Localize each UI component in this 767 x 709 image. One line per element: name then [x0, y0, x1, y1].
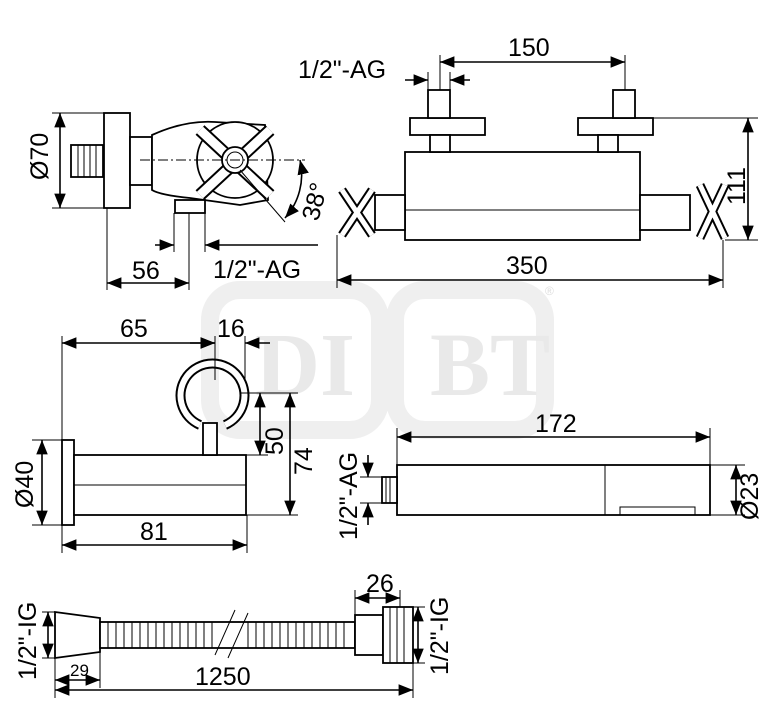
dim-29: 29 [70, 661, 89, 680]
dim-thread-hose-right: 1/2"-IG [426, 597, 454, 675]
dim-thread-side: 1/2"-AG [213, 256, 301, 284]
svg-text:DI: DI [255, 316, 355, 415]
side-view: Ø70 56 1/2"-AG 38° [26, 112, 334, 290]
dim-1250: 1250 [195, 663, 251, 691]
dim-diameter-40: Ø40 [11, 461, 39, 508]
dim-350: 350 [506, 252, 548, 280]
threaded-connector [70, 144, 104, 178]
dim-16: 16 [217, 315, 245, 343]
dim-56: 56 [132, 257, 160, 285]
dim-diameter-70: Ø70 [26, 133, 54, 180]
dim-thread-handshower: 1/2"-AG [335, 452, 363, 540]
dim-172: 172 [535, 410, 577, 438]
dim-diameter-23: Ø23 [736, 473, 764, 520]
svg-text:®: ® [545, 284, 554, 298]
handshower: 172 1/2"-AG Ø23 [335, 410, 764, 540]
dim-81: 81 [140, 518, 168, 546]
front-view: 150 1/2"-AG 111 350 [298, 34, 758, 288]
dim-26: 26 [366, 570, 394, 598]
wall-plate [103, 112, 131, 209]
dim-111: 111 [723, 167, 751, 205]
dim-150: 150 [508, 34, 550, 62]
dim-thread-hose-left: 1/2"-IG [14, 602, 42, 680]
shower-holder: 65 16 50 74 Ø40 81 [11, 315, 318, 553]
thermostat-body [404, 151, 641, 241]
dim-50: 50 [261, 427, 289, 455]
shower-hose: 26 1/2"-IG 1/2"-IG 29 1250 [14, 570, 454, 698]
dim-65: 65 [120, 315, 148, 343]
dim-thread-front: 1/2"-AG [298, 56, 386, 84]
svg-text:BT: BT [430, 316, 550, 415]
watermark-logo: DI BT ® [201, 281, 554, 439]
dim-angle: 38° [297, 180, 334, 224]
dim-74: 74 [290, 447, 318, 475]
